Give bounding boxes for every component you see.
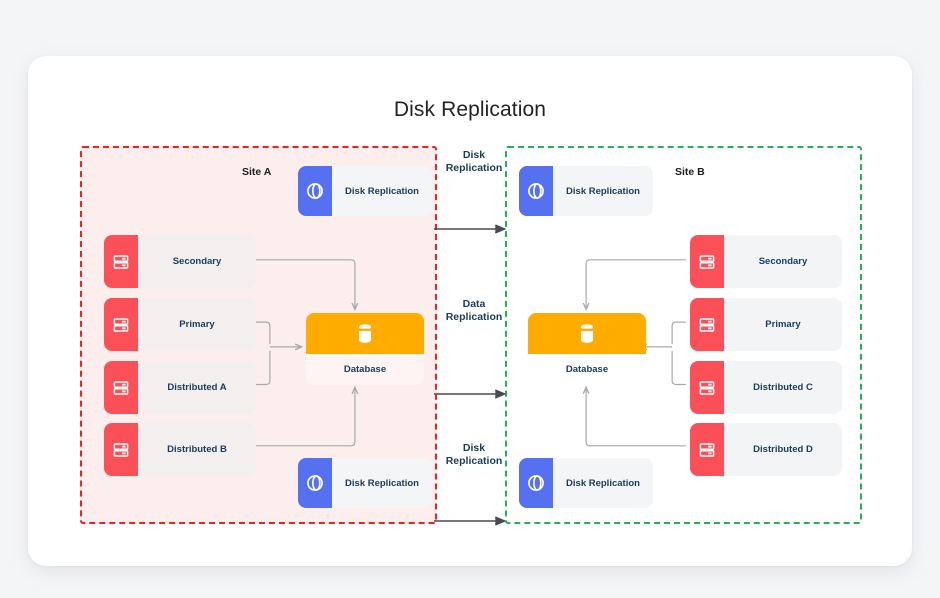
- site-a-server-distributed-a[interactable]: Distributed A: [104, 361, 256, 414]
- cross-link-line2: Replication: [445, 162, 503, 175]
- server-icon: [690, 423, 724, 476]
- site-b-server-secondary-label: Secondary: [724, 235, 842, 288]
- site-a-disk-replication-top[interactable]: Disk Replication: [298, 166, 432, 216]
- cross-link-label-disk-replication-top: Disk Replication: [419, 149, 529, 175]
- cross-link-label-data-replication: Data Replication: [419, 298, 529, 324]
- server-icon: [690, 361, 724, 414]
- cross-link-line1: Disk: [462, 442, 486, 454]
- site-b-server-distributed-c-label: Distributed C: [724, 361, 842, 414]
- site-a-disk-replication-top-label: Disk Replication: [332, 166, 432, 216]
- site-b-disk-replication-bottom-label: Disk Replication: [553, 458, 653, 508]
- server-icon: [104, 423, 138, 476]
- site-a-disk-replication-bottom-label: Disk Replication: [332, 458, 432, 508]
- site-b-database[interactable]: Database: [528, 313, 646, 385]
- cross-link-line2: Replication: [445, 311, 503, 324]
- site-b-label: Site B: [675, 166, 705, 178]
- site-b-server-distributed-d-label: Distributed D: [724, 423, 842, 476]
- diagram-card: Disk Replication Site A: [28, 56, 912, 566]
- site-a-server-distributed-a-label: Distributed A: [138, 361, 256, 414]
- site-b-server-primary-label: Primary: [724, 298, 842, 351]
- site-b-server-primary[interactable]: Primary: [690, 298, 842, 351]
- database-icon: [528, 313, 646, 354]
- cross-site-arrows: [434, 224, 507, 526]
- site-a-database-label: Database: [306, 354, 424, 385]
- site-a-server-distributed-b[interactable]: Distributed B: [104, 423, 256, 476]
- server-icon: [104, 361, 138, 414]
- disk-replication-icon: [298, 166, 332, 216]
- cross-link-label-disk-replication-bottom: Disk Replication: [419, 442, 529, 468]
- site-a-container: Site A: [80, 146, 437, 524]
- server-icon: [690, 235, 724, 288]
- site-b-disk-replication-top[interactable]: Disk Replication: [519, 166, 653, 216]
- cross-link-line2: Replication: [445, 455, 503, 468]
- site-a-server-secondary[interactable]: Secondary: [104, 235, 256, 288]
- site-a-connectors: [256, 259, 435, 447]
- site-b-disk-replication-top-label: Disk Replication: [553, 166, 653, 216]
- site-b-container: Site B: [505, 146, 862, 524]
- cross-link-line1: Data: [462, 298, 486, 310]
- database-icon: [306, 313, 424, 354]
- site-a-label: Site A: [242, 166, 272, 178]
- disk-replication-icon: [298, 458, 332, 508]
- site-a-database[interactable]: Database: [306, 313, 424, 385]
- server-icon: [104, 298, 138, 351]
- site-a-disk-replication-bottom[interactable]: Disk Replication: [298, 458, 432, 508]
- site-a-server-distributed-b-label: Distributed B: [138, 423, 256, 476]
- disk-replication-icon: [519, 458, 553, 508]
- site-a-server-secondary-label: Secondary: [138, 235, 256, 288]
- site-b-server-distributed-d[interactable]: Distributed D: [690, 423, 842, 476]
- site-b-connectors: [507, 259, 686, 447]
- page-title: Disk Replication: [393, 98, 547, 121]
- cross-link-line1: Disk: [462, 149, 486, 161]
- server-icon: [690, 298, 724, 351]
- site-a-server-primary-label: Primary: [138, 298, 256, 351]
- site-b-server-secondary[interactable]: Secondary: [690, 235, 842, 288]
- site-b-disk-replication-bottom[interactable]: Disk Replication: [519, 458, 653, 508]
- site-a-server-primary[interactable]: Primary: [104, 298, 256, 351]
- disk-replication-icon: [519, 166, 553, 216]
- site-b-server-distributed-c[interactable]: Distributed C: [690, 361, 842, 414]
- site-b-database-label: Database: [528, 354, 646, 385]
- server-icon: [104, 235, 138, 288]
